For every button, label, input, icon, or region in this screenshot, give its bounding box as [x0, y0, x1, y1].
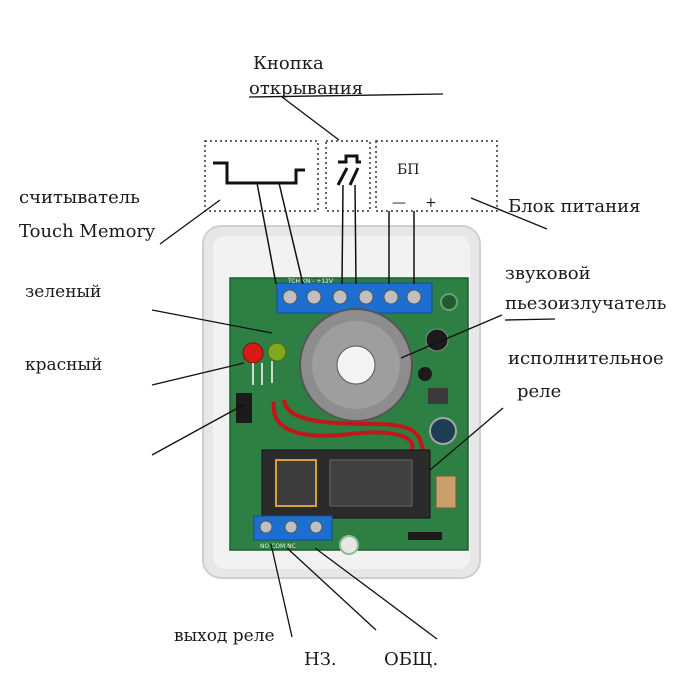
label-psu: Блок питания — [508, 196, 641, 217]
diode — [408, 532, 442, 540]
pointer-lines — [151, 93, 556, 640]
case-screw-hole — [339, 535, 359, 555]
transistor — [428, 388, 448, 404]
terminal-silkscreen-bottom: NO COM NC — [260, 543, 296, 550]
button-symbol-contact — [336, 167, 360, 186]
component-small — [418, 367, 432, 381]
relay-resistor — [435, 475, 457, 509]
terminal-screws-bottom — [259, 520, 323, 534]
label-green: зеленый — [25, 282, 102, 302]
terminal-silkscreen-top: TCH KN - +12V — [287, 278, 334, 285]
psu-box — [375, 140, 498, 212]
terminal-block-top — [276, 282, 433, 314]
led-green — [267, 342, 287, 362]
reader-box — [204, 140, 319, 212]
button-symbol-top — [338, 154, 361, 164]
red-wire-2 — [282, 399, 426, 453]
label-common: ОБЩ. — [384, 649, 439, 670]
terminal-screws-top — [282, 289, 422, 305]
label-buzzer-line2: пьезоизлучатель — [505, 293, 667, 314]
label-nc: НЗ. — [304, 649, 337, 670]
label-red: красный — [25, 355, 103, 375]
label-psu-plus: + — [425, 195, 437, 211]
label-psu-minus: — — [392, 195, 406, 211]
label-buzzer-line1: звуковой — [505, 263, 591, 284]
label-psu-box: БП — [397, 162, 420, 178]
button-box — [325, 140, 371, 212]
jumper-block — [236, 393, 252, 423]
label-relay-line2: реле — [517, 381, 562, 402]
led-red — [242, 342, 264, 364]
label-button-line1: Кнопка — [253, 53, 324, 74]
red-wire-1 — [271, 401, 415, 454]
piezo-buzzer-center — [336, 345, 376, 385]
label-button-line2: открывания — [249, 78, 364, 99]
label-reader-line1: считыватель — [19, 187, 140, 208]
pcb-mount-hole — [440, 293, 458, 311]
label-relay-output: выход реле — [174, 626, 275, 646]
connection-lines-top — [256, 182, 415, 285]
label-reader-line2: Touch Memory — [19, 221, 156, 242]
capacitor-2 — [429, 417, 457, 445]
label-relay-line1: исполнительное — [508, 348, 664, 369]
reader-symbol — [213, 161, 305, 185]
